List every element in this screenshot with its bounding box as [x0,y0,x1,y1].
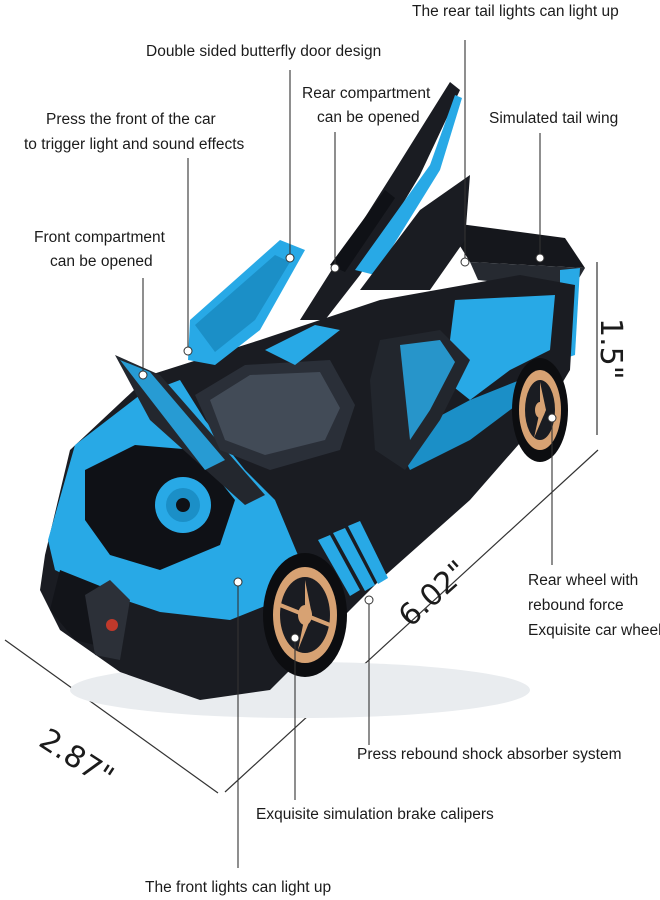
callout-rear-tail-lights: The rear tail lights can light up [412,3,619,20]
side-vents [318,521,388,596]
callout-press-front-line2: to trigger light and sound effects [24,136,245,153]
callout-brake-calipers: Exquisite simulation brake calipers [256,806,494,823]
callout-front-compartment-line2: can be opened [50,253,153,270]
callout-butterfly-door: Double sided butterfly door design [146,43,382,60]
side-stripe [395,380,530,470]
callout-tail-wing: Simulated tail wing [489,110,619,127]
callout-rear-compartment-line2: can be opened [317,109,420,126]
callout-lines [142,40,553,868]
callout-rear-wheel-line3: Exquisite car wheels [528,622,660,639]
dimension-height: 1.5" [593,318,628,380]
dimension-lines [4,262,599,794]
callout-press-front-line1: Press the front of the car [46,111,216,128]
callout-front-compartment-line1: Front compartment [34,229,165,246]
roof-stripe [265,325,340,365]
front-badge [106,619,118,631]
rear-wheel [512,358,568,462]
callout-rear-wheel-line2: rebound force [528,597,624,614]
callout-shock-absorber: Press rebound shock absorber system [357,746,622,763]
front-grille-horseshoe [85,580,130,660]
callout-rear-compartment-line1: Rear compartment [302,85,431,102]
callout-dots [138,253,557,643]
callout-rear-wheel-line1: Rear wheel with [528,572,639,589]
callout-front-lights: The front lights can light up [145,879,332,896]
front-wheel [263,553,347,677]
length-dimension-line [224,449,599,793]
rear-compartment [360,175,470,290]
rear-side-panel [445,295,555,400]
width-dimension-line [4,639,219,794]
